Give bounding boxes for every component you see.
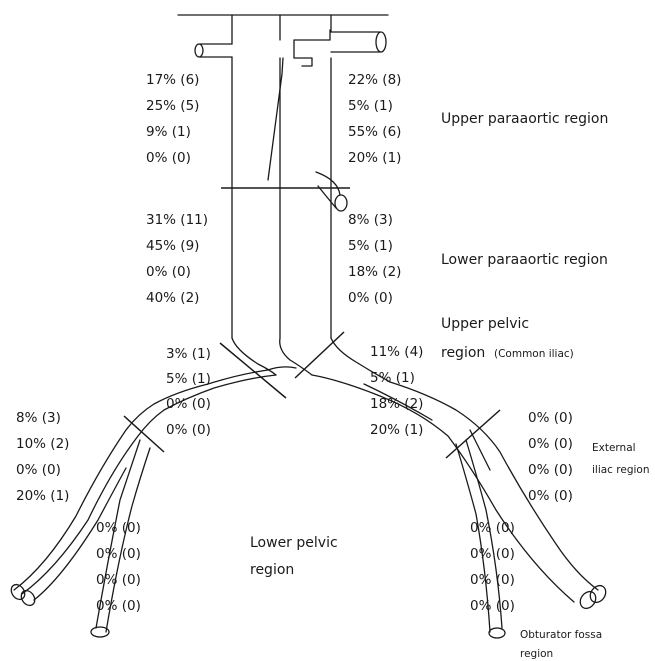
value-label: 18% (2)	[348, 264, 401, 280]
right-renal-vessel-end	[376, 32, 386, 52]
value-label: 8% (3)	[16, 410, 61, 426]
value-label: 0% (0)	[528, 436, 573, 452]
value-label: 0% (0)	[96, 572, 141, 588]
value-label: 0% (0)	[470, 572, 515, 588]
value-label: 10% (2)	[16, 436, 69, 452]
value-label: 0% (0)	[470, 598, 515, 614]
lower-pelvic-region-label-line1: Lower pelvic	[250, 535, 338, 551]
value-label: 40% (2)	[146, 290, 199, 306]
obturator-right-values: 0% (0) 0% (0) 0% (0) 0% (0)	[470, 520, 515, 614]
lower-pelvic-region-label-line2: region	[250, 562, 294, 578]
value-label: 18% (2)	[370, 396, 423, 412]
obturator-fossa-region-label-line1: Obturator fossa	[520, 629, 602, 641]
external-iliac-region-label-line2: iliac region	[592, 464, 650, 476]
bifurcation-crest	[268, 367, 296, 370]
value-label: 0% (0)	[470, 546, 515, 562]
left-renal-vessel-end	[195, 44, 203, 57]
left-external-iliac-inner	[14, 370, 268, 590]
value-label: 0% (0)	[470, 520, 515, 536]
upper-pelvic-region-label-line2: region	[441, 345, 485, 361]
lower-paraaortic-left-values: 31% (11) 45% (9) 0% (0) 40% (2)	[146, 212, 208, 306]
value-label: 0% (0)	[348, 290, 393, 306]
gonadal-vessel-end	[335, 195, 347, 211]
value-label: 0% (0)	[146, 150, 191, 166]
right-external-iliac-divider	[446, 410, 500, 458]
right-common-iliac-divider	[295, 332, 344, 378]
value-label: 0% (0)	[166, 422, 211, 438]
value-label: 0% (0)	[96, 546, 141, 562]
external-iliac-region-label-line1: External	[592, 442, 636, 454]
value-label: 31% (11)	[146, 212, 208, 228]
value-label: 5% (1)	[370, 370, 415, 386]
value-label: 0% (0)	[528, 462, 573, 478]
value-label: 0% (0)	[166, 396, 211, 412]
value-label: 20% (1)	[370, 422, 423, 438]
value-label: 20% (1)	[348, 150, 401, 166]
value-label: 22% (8)	[348, 72, 401, 88]
gonadal-vessel	[316, 172, 340, 208]
value-label: 45% (9)	[146, 238, 199, 254]
value-label: 5% (1)	[166, 371, 211, 387]
renal-vein-junction	[294, 30, 330, 66]
right-internal-iliac-end	[489, 628, 505, 638]
value-label: 5% (1)	[348, 238, 393, 254]
lower-paraaortic-region-label: Lower paraaortic region	[441, 252, 608, 268]
left-common-iliac-divider	[220, 343, 286, 398]
common-iliac-sublabel: (Common iliac)	[494, 348, 574, 360]
region-labels: Upper paraaortic region Lower paraaortic…	[250, 111, 650, 660]
external-iliac-right-values: 0% (0) 0% (0) 0% (0) 0% (0)	[528, 410, 573, 504]
upper-paraaortic-right-values: 22% (8) 5% (1) 55% (6) 20% (1)	[348, 72, 401, 166]
upper-paraaortic-region-label: Upper paraaortic region	[441, 111, 608, 127]
upper-pelvic-region-label-line1: Upper pelvic	[441, 316, 529, 332]
value-label: 0% (0)	[146, 264, 191, 280]
value-label: 0% (0)	[16, 462, 61, 478]
value-label: 11% (4)	[370, 344, 423, 360]
right-renal-vessel	[331, 32, 380, 52]
value-label: 9% (1)	[146, 124, 191, 140]
right-common-iliac-inner	[280, 338, 312, 375]
value-label: 0% (0)	[96, 598, 141, 614]
value-label: 0% (0)	[528, 410, 573, 426]
value-label: 25% (5)	[146, 98, 199, 114]
external-iliac-left-values: 8% (3) 10% (2) 0% (0) 20% (1)	[16, 410, 69, 504]
left-renal-vessel	[200, 44, 232, 57]
value-label: 3% (1)	[166, 346, 211, 362]
left-external-iliac-end-b	[18, 588, 37, 608]
lower-paraaortic-right-values: 8% (3) 5% (1) 18% (2) 0% (0)	[348, 212, 401, 306]
value-label: 17% (6)	[146, 72, 199, 88]
value-label: 0% (0)	[528, 488, 573, 504]
obturator-fossa-region-label-line2: region	[520, 648, 553, 660]
value-label: 8% (3)	[348, 212, 393, 228]
right-external-iliac-end-a	[577, 589, 599, 612]
right-external-iliac-end-b	[587, 583, 609, 606]
left-external-iliac-end-a	[8, 582, 27, 602]
value-label: 0% (0)	[96, 520, 141, 536]
value-label: 20% (1)	[16, 488, 69, 504]
value-label: 5% (1)	[348, 98, 393, 114]
upper-paraaortic-left-values: 17% (6) 25% (5) 9% (1) 0% (0)	[146, 72, 199, 166]
value-label: 55% (6)	[348, 124, 401, 140]
ureter-line	[268, 58, 283, 180]
